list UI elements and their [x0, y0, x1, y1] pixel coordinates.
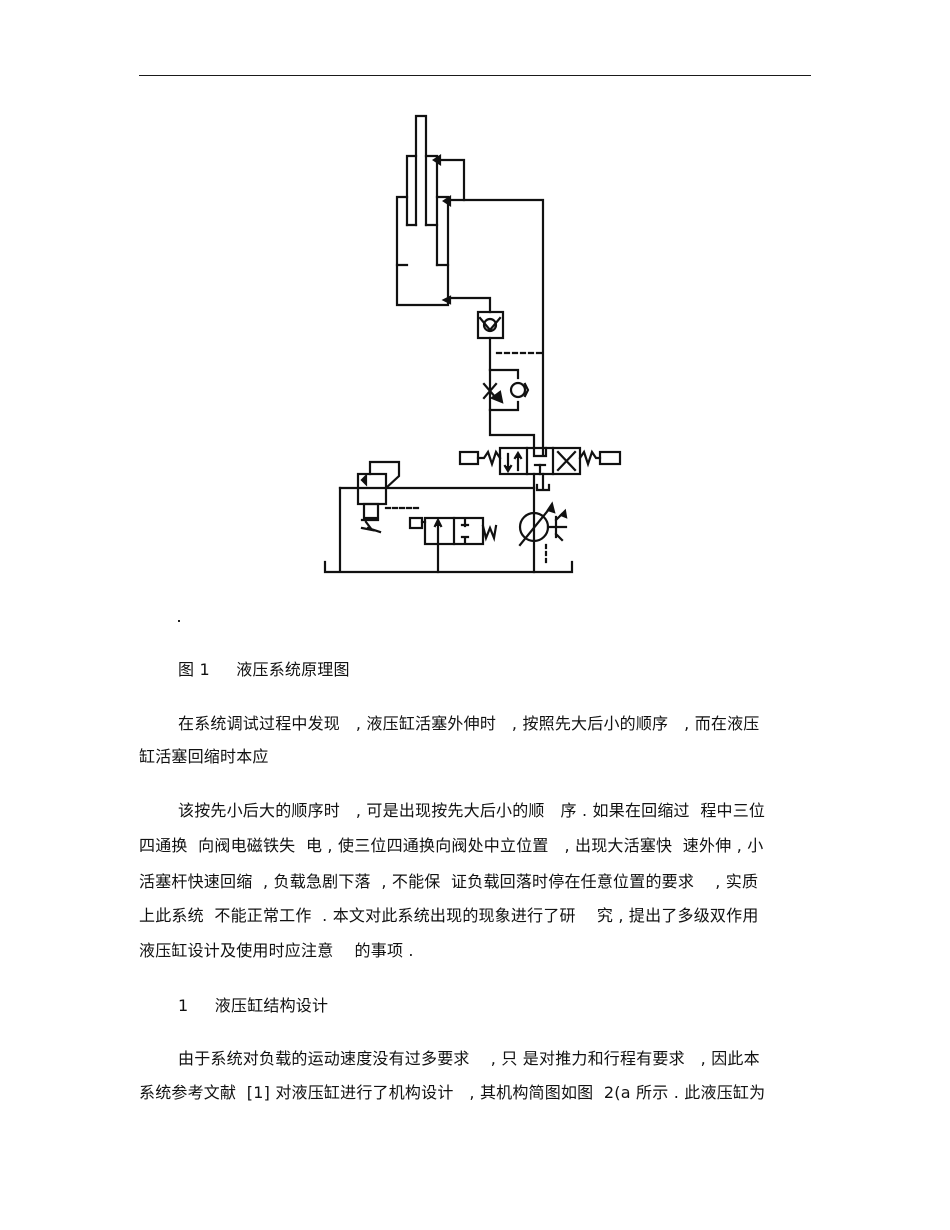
section-heading: 1 液压缸结构设计 [178, 996, 329, 1015]
paragraph-line: 四通换 向阀电磁铁失 电 , 使三位四通换向阀处中立位置 , 出现大活塞快 速外… [139, 836, 764, 855]
hydraulic-system-schematic [300, 100, 650, 590]
relief-valve-icon [356, 460, 422, 534]
paragraph-line: 缸活塞回缩时本应 [139, 747, 269, 766]
header-rule [139, 75, 811, 76]
paragraph-line: 由于系统对负载的运动速度没有过多要求 , 只 是对推力和行程有要求 , 因此本 [178, 1049, 760, 1068]
pressure-line [448, 198, 545, 457]
tank-icon [323, 560, 574, 574]
paragraph-line: 活塞杆快速回缩 , 负载急剧下落 , 不能保 证负载回落时停在任意位置的要求 ,… [139, 872, 759, 891]
variable-displacement-pump-icon [518, 501, 568, 567]
paragraph-line: 上此系统 不能正常工作 . 本文对此系统出现的现象进行了研 究 , 提出了多级双… [139, 906, 759, 925]
paragraph-line: 该按先小后大的顺序时 , 可是出现按先大后小的顺 序 . 如果在回缩过 程中三位 [178, 801, 766, 820]
hydraulic-lock-check-valve-icon [476, 310, 505, 340]
three-stage-telescopic-cylinder-icon [395, 114, 452, 307]
paragraph-line: 液压缸设计及使用时应注意 的事项 . [139, 941, 414, 960]
paragraph-line: 系统参考文献 [1] 对液压缸进行了机构设计 , 其机构简图如图 2(a 所示 … [139, 1083, 766, 1102]
three-position-four-way-solenoid-valve-icon [458, 446, 622, 476]
two-position-unloading-valve-icon [408, 516, 498, 546]
stray-mark [178, 620, 180, 622]
one-way-throttle-valve-icon [482, 368, 530, 412]
figure-caption: 图 1 液压系统原理图 [178, 660, 350, 679]
paragraph-line: 在系统调试过程中发现 , 液压缸活塞外伸时 , 按照先大后小的顺序 , 而在液压 [178, 714, 760, 733]
